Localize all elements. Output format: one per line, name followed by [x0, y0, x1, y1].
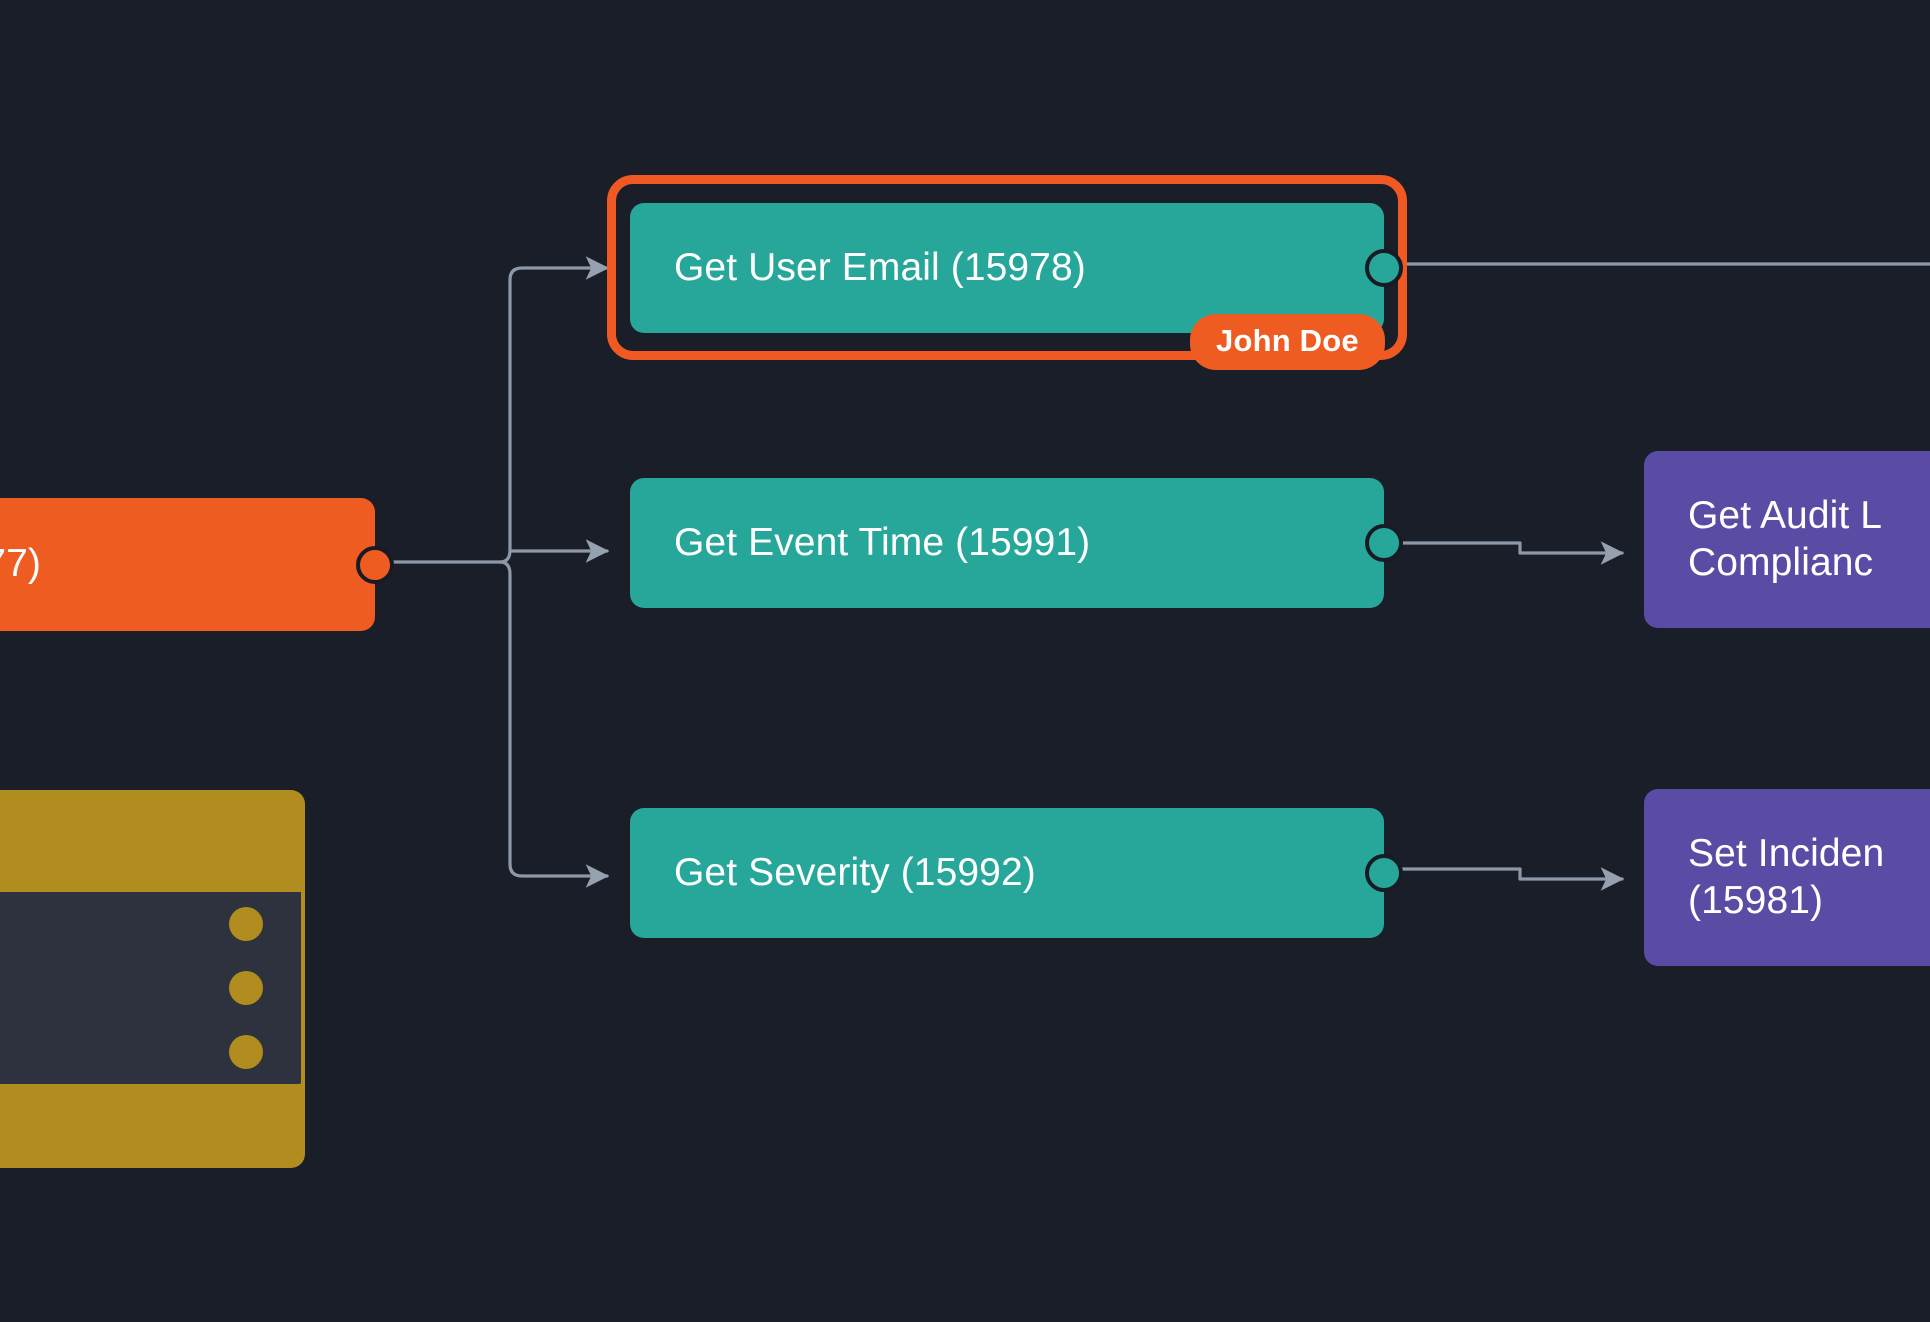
- edge-get-severity-to-set-incident: [1398, 867, 1625, 891]
- incident-action-port[interactable]: [229, 971, 263, 1005]
- node-get-event-time[interactable]: Get Event Time (15991): [630, 478, 1403, 608]
- incident-action-row[interactable]: ange: [0, 1020, 301, 1084]
- node-get-user-email-output-port[interactable]: [1365, 249, 1403, 287]
- node-incident-actions[interactable]: se open ange: [0, 790, 305, 1168]
- node-get-severity[interactable]: Get Severity (15992): [630, 808, 1403, 938]
- assignee-badge[interactable]: John Doe: [1190, 314, 1385, 370]
- node-get-user-email[interactable]: Get User Email (15978): [630, 203, 1403, 333]
- incident-actions-body: se open ange: [0, 892, 301, 1084]
- node-set-incident-label: Set Inciden (15981): [1688, 832, 1885, 922]
- edge-trigger-to-get-severity: [498, 560, 610, 888]
- node-trigger-label: 77): [0, 542, 41, 586]
- incident-action-port[interactable]: [229, 1035, 263, 1069]
- node-set-incident[interactable]: Set Inciden (15981): [1644, 789, 1930, 966]
- node-get-event-time-label: Get Event Time (15991): [674, 520, 1091, 564]
- node-get-severity-label: Get Severity (15992): [674, 850, 1036, 894]
- incident-action-row[interactable]: open: [0, 956, 301, 1020]
- node-get-event-time-output-port[interactable]: [1365, 524, 1403, 562]
- incident-actions-header: [0, 794, 301, 892]
- edge-trigger-to-get-user-email: [498, 256, 610, 564]
- node-get-audit-log-compliance-label: Get Audit L Complianc: [1688, 494, 1883, 584]
- node-trigger[interactable]: 77): [0, 498, 394, 631]
- node-trigger-output-port[interactable]: [356, 545, 394, 584]
- node-get-user-email-label: Get User Email (15978): [674, 245, 1086, 289]
- node-get-severity-output-port[interactable]: [1365, 854, 1403, 892]
- node-get-audit-log-compliance[interactable]: Get Audit L Complianc: [1644, 451, 1930, 628]
- incident-action-port[interactable]: [229, 907, 263, 941]
- edge-get-event-time-to-get-audit-log: [1398, 541, 1625, 565]
- incident-action-row[interactable]: se: [0, 892, 301, 956]
